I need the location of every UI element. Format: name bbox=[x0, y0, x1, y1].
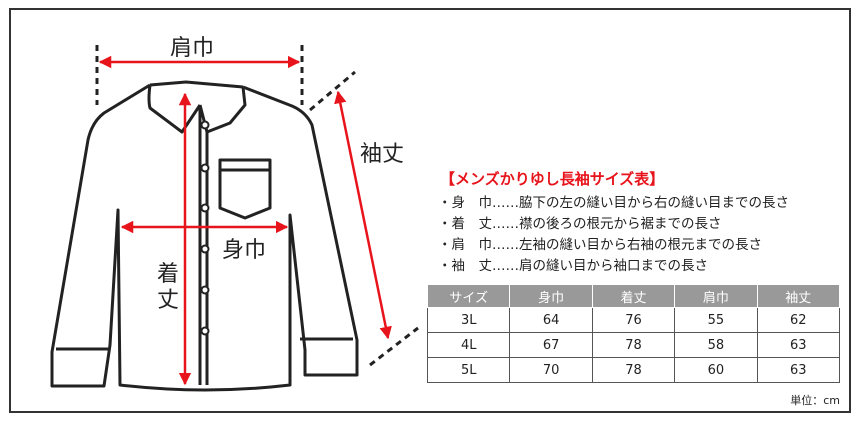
table-cell: 67 bbox=[509, 332, 593, 358]
diagram-frame bbox=[9, 8, 851, 413]
table-cell: 60 bbox=[674, 357, 758, 383]
button-mark bbox=[200, 120, 210, 130]
buttons bbox=[200, 120, 210, 336]
button-mark bbox=[200, 326, 210, 336]
header-cell: 身巾 bbox=[509, 284, 593, 308]
definition-item: ・袖 丈……肩の縫い目から袖口までの長さ bbox=[438, 258, 708, 274]
table-cell: 78 bbox=[591, 357, 676, 383]
label-sodetake: 袖丈 bbox=[360, 142, 405, 167]
table-cell: 63 bbox=[756, 357, 841, 383]
header-cell: 着丈 bbox=[591, 284, 676, 308]
table-row: 5L 70 78 60 63 bbox=[426, 357, 841, 383]
label-kitake: 着丈 bbox=[156, 262, 179, 313]
table-cell: 55 bbox=[674, 307, 758, 333]
guide-lines bbox=[95, 45, 419, 367]
table-cell: 63 bbox=[756, 332, 841, 358]
label-mihaba: 身巾 bbox=[222, 238, 267, 263]
definition-list: ・身 巾……脇下の左の縫い目から右の縫い目までの長さ ・着 丈……襟の後ろの根元… bbox=[438, 193, 789, 277]
table-cell: 3L bbox=[426, 307, 511, 333]
button-mark bbox=[200, 285, 210, 295]
table-cell: 64 bbox=[509, 307, 593, 333]
sleeve-arrow bbox=[334, 90, 392, 340]
table-cell: 5L bbox=[426, 357, 511, 383]
table-cell: 76 bbox=[591, 307, 676, 333]
size-chart-title: 【メンズかりゆし長袖サイズ表】 bbox=[440, 170, 665, 188]
table-cell: 62 bbox=[756, 307, 841, 333]
definition-item: ・肩 巾……左袖の縫い目から右袖の根元までの長さ bbox=[438, 237, 762, 253]
measure-arrows bbox=[98, 55, 392, 386]
table-cell: 4L bbox=[426, 332, 511, 358]
button-mark bbox=[200, 203, 210, 213]
table-row: 4L 67 78 58 63 bbox=[426, 332, 841, 358]
definition-item: ・着 丈……襟の後ろの根元から裾までの長さ bbox=[438, 216, 722, 232]
header-cell: サイズ bbox=[426, 284, 511, 308]
table-row: 3L 64 76 55 62 bbox=[426, 307, 841, 333]
unit-label: 単位：cm bbox=[790, 394, 840, 407]
button-mark bbox=[200, 163, 210, 173]
label-katahaba: 肩巾 bbox=[170, 36, 215, 61]
size-table-header: サイズ 身巾 着丈 肩巾 袖丈 bbox=[426, 284, 841, 308]
table-cell: 58 bbox=[674, 332, 758, 358]
size-table: サイズ 身巾 着丈 肩巾 袖丈 3L 64 76 55 62 4L 67 78 … bbox=[426, 284, 841, 383]
definition-item: ・身 巾……脇下の左の縫い目から右の縫い目までの長さ bbox=[438, 195, 789, 211]
header-cell: 袖丈 bbox=[756, 284, 841, 308]
table-cell: 70 bbox=[509, 357, 593, 383]
header-cell: 肩巾 bbox=[674, 284, 758, 308]
table-cell: 78 bbox=[591, 332, 676, 358]
button-mark bbox=[200, 244, 210, 254]
